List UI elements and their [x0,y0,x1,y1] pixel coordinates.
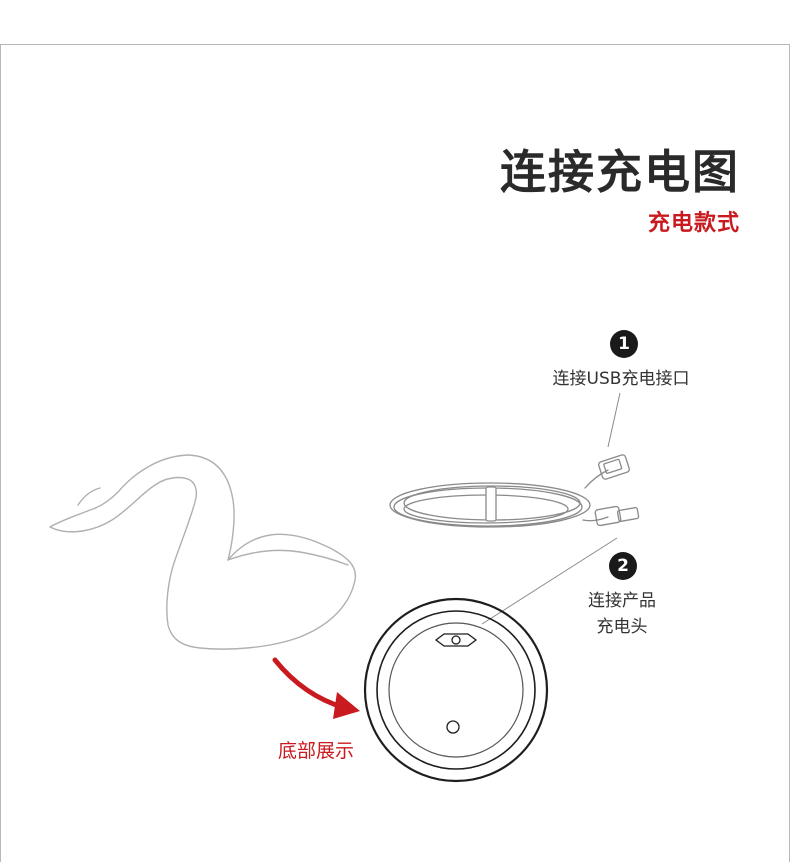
callout-label-line-1: 连接产品 [588,591,656,611]
usb-cable-icon [389,454,640,528]
callout-number-1: 1 [610,330,638,358]
callout-label-product: 连接产品 充电头 [572,588,672,640]
page-title: 连接充电图 [500,145,740,199]
curved-arrow-icon [272,657,360,719]
bottom-view-label: 底部展示 [278,740,355,762]
round-base-icon [363,597,549,783]
swan-lamp-icon [49,454,357,650]
callout-lines [481,392,621,625]
callout-label-usb: 连接USB充电接口 [552,369,690,389]
callout-label-line-2: 充电头 [596,617,648,637]
callout-number-2: 2 [609,552,637,580]
page-subtitle: 充电款式 [647,211,740,236]
